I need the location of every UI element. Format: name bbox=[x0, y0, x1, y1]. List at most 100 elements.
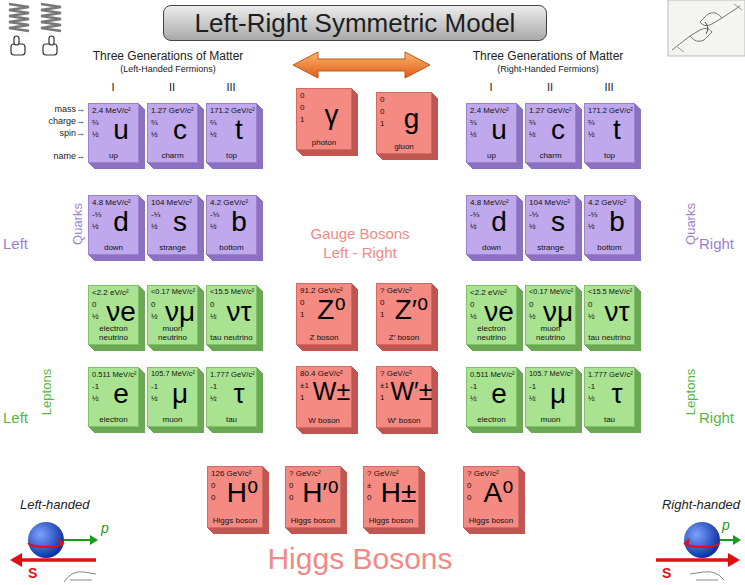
particle-name: Higgs boson bbox=[209, 517, 261, 525]
mass-value: <2.2 eV/c² bbox=[470, 288, 507, 298]
spin-value: ½ bbox=[151, 222, 158, 232]
particle-box: 1.27 GeV/c²⅔½ccharm bbox=[525, 103, 576, 163]
particle-name: charm bbox=[527, 152, 574, 160]
particle-symbol: c bbox=[551, 116, 565, 144]
spin-value: ½ bbox=[151, 312, 158, 322]
particle-name: bottom bbox=[586, 244, 633, 252]
generation-numeral: III bbox=[226, 82, 235, 93]
mass-value: 171.2 GeV/c² bbox=[588, 106, 633, 115]
spin-value: 0 bbox=[289, 493, 293, 503]
mass-value: 4.2 GeV/c² bbox=[588, 198, 626, 208]
charge-value: -⅓ bbox=[210, 210, 219, 220]
particle-name: Z boson bbox=[298, 334, 350, 342]
spin-value: 1 bbox=[380, 310, 384, 320]
drawing-hands-illustration bbox=[668, 0, 745, 56]
particle-box: 4.8 MeV/c²-⅓½ddown bbox=[466, 195, 517, 255]
particle-symbol: u bbox=[491, 116, 507, 144]
mass-value: 0.511 MeV/c² bbox=[92, 370, 137, 379]
charge-value: -1 bbox=[529, 382, 536, 392]
particle-symbol: H⁰ bbox=[227, 479, 258, 507]
charge-value: 0 bbox=[300, 298, 304, 308]
particle-box: 1.27 GeV/c²⅔½ccharm bbox=[147, 103, 198, 163]
vector-label: S bbox=[28, 566, 37, 580]
title-box: Left-Right Symmetric Model bbox=[163, 5, 547, 41]
vector-label: S bbox=[662, 566, 671, 580]
particle-box: ? GeV/c²00A⁰Higgs boson bbox=[463, 466, 519, 528]
particle-box: <0.17 MeV/c²0½νμmuon neutrino bbox=[525, 285, 576, 345]
mass-value: ? GeV/c² bbox=[380, 369, 412, 379]
double-arrow bbox=[293, 52, 430, 78]
spin-value: 1 bbox=[380, 119, 384, 129]
spin-value: ½ bbox=[470, 130, 477, 140]
mass-value: 105.7 MeV/c² bbox=[151, 370, 195, 379]
particle-name: muon bbox=[527, 416, 574, 424]
particle-box: 105.7 MeV/c²-1½μmuon bbox=[525, 367, 576, 427]
mass-value: ? GeV/c² bbox=[367, 469, 399, 479]
spin-value: ½ bbox=[470, 312, 477, 322]
particle-symbol: c bbox=[173, 116, 187, 144]
vector-label: p bbox=[101, 521, 109, 535]
particle-name: charm bbox=[149, 152, 196, 160]
row-key: spin→ bbox=[59, 129, 85, 138]
particle-name: top bbox=[208, 152, 255, 160]
spin-value: ½ bbox=[92, 222, 99, 232]
mass-value: <2.2 eV/c² bbox=[92, 288, 129, 298]
particle-box: ? GeV/c²±11W′±W′ boson bbox=[376, 366, 432, 428]
particle-name: muon neutrino bbox=[149, 325, 196, 342]
particle-box: <15.5 MeV/c²0½ντtau neutrino bbox=[206, 285, 257, 345]
particle-name: up bbox=[468, 152, 515, 160]
charge-value: -1 bbox=[470, 382, 477, 392]
spin-value: ½ bbox=[92, 130, 99, 140]
charge-value: ⅔ bbox=[151, 118, 158, 128]
mass-value: <15.5 MeV/c² bbox=[588, 288, 632, 297]
particle-name: electron neutrino bbox=[90, 325, 137, 342]
group-label: Quarks bbox=[684, 203, 697, 245]
particle-symbol: W± bbox=[313, 379, 350, 404]
generation-numeral: III bbox=[604, 82, 613, 93]
spin-value: ½ bbox=[92, 312, 99, 322]
particle-name: tau neutrino bbox=[586, 334, 633, 342]
group-label: Leptons bbox=[684, 369, 697, 415]
particle-box: 4.8 MeV/c²-⅓½ddown bbox=[88, 195, 139, 255]
charge-value: ±1 bbox=[300, 381, 309, 391]
side-label: Right bbox=[699, 410, 734, 425]
charge-value: ⅔ bbox=[529, 118, 536, 128]
charge-value: -⅓ bbox=[92, 210, 101, 220]
particle-box: 105.7 MeV/c²-1½μmuon bbox=[147, 367, 198, 427]
mass-value: 104 MeV/c² bbox=[151, 198, 192, 208]
particle-symbol: s bbox=[551, 208, 565, 236]
particle-symbol: H′⁰ bbox=[302, 479, 339, 507]
particle-symbol: νe bbox=[106, 298, 136, 326]
row-key: name→ bbox=[53, 152, 85, 161]
side-label: Right bbox=[699, 236, 734, 251]
mass-value: 105.7 MeV/c² bbox=[529, 370, 573, 379]
particle-symbol: Z⁰ bbox=[317, 296, 345, 324]
spin-value: 1 bbox=[300, 310, 304, 320]
charge-value: 0 bbox=[588, 300, 592, 310]
particle-box: 2.4 MeV/c²⅔½uup bbox=[466, 103, 517, 163]
mass-value: 4.2 GeV/c² bbox=[210, 198, 248, 208]
heading-label: (Right-Handed Fermions) bbox=[497, 65, 599, 74]
particle-box: <15.5 MeV/c²0½ντtau neutrino bbox=[584, 285, 635, 345]
particle-symbol: Z′⁰ bbox=[395, 296, 429, 324]
particle-box: 104 MeV/c²-⅓½sstrange bbox=[147, 195, 198, 255]
particle-name: tau bbox=[586, 416, 633, 424]
charge-value: ⅔ bbox=[588, 118, 595, 128]
group-label: Leptons bbox=[40, 369, 53, 415]
row-key: charge→ bbox=[48, 117, 85, 126]
particle-symbol: A⁰ bbox=[484, 479, 514, 507]
mass-value: 126 GeV/c² bbox=[211, 469, 251, 479]
charge-value: -⅓ bbox=[588, 210, 597, 220]
particle-name: bottom bbox=[208, 244, 255, 252]
section-title: Higgs Bosons bbox=[267, 544, 452, 574]
spin-value: ½ bbox=[529, 394, 536, 404]
spin-value: ½ bbox=[210, 222, 217, 232]
mass-value: 2.4 MeV/c² bbox=[92, 106, 131, 116]
charge-value: 0 bbox=[529, 300, 533, 310]
particle-box: 171.2 GeV/c²⅔½ttop bbox=[206, 103, 257, 163]
particle-box: 0.511 MeV/c²-1½eelectron bbox=[88, 367, 139, 427]
particle-name: strange bbox=[527, 244, 574, 252]
particle-symbol: ντ bbox=[604, 298, 629, 326]
charge-value: 0 bbox=[289, 481, 293, 491]
